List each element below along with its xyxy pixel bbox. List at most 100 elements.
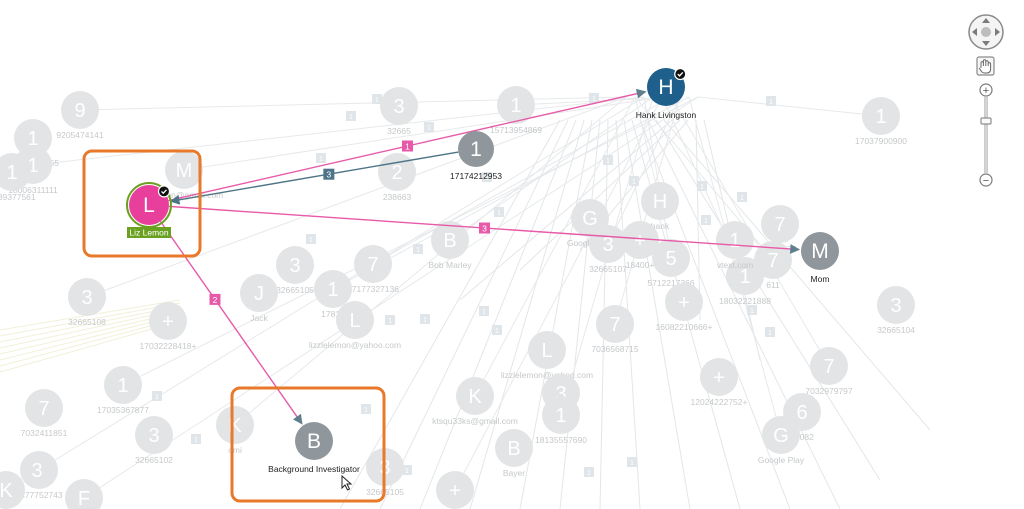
background-node-16082210666[interactable]: +16082210666+ xyxy=(656,283,713,332)
background-node-label: 18135557690 xyxy=(535,435,587,445)
background-node-letter: 7 xyxy=(767,250,778,272)
background-node-label: 67082 xyxy=(790,432,814,442)
background-node-letter: 2 xyxy=(391,162,402,184)
background-node-letter: 1 xyxy=(327,279,338,301)
background-node-f[interactable]: F xyxy=(65,479,103,509)
svg-text:3: 3 xyxy=(482,224,487,234)
background-node-letter: 3 xyxy=(602,234,613,256)
background-node-letter: 7 xyxy=(38,398,49,420)
background-edge xyxy=(83,96,699,499)
background-edge xyxy=(86,96,627,298)
background-node-letter: 1 xyxy=(875,106,886,128)
background-node-letter: 1 xyxy=(510,95,521,117)
background-node-17032228418[interactable]: +17032228418+ xyxy=(140,302,197,351)
edge-count-badge: 2 xyxy=(209,293,221,305)
background-node-letter: 3 xyxy=(81,287,92,309)
background-edge-count-badge: 1 xyxy=(152,391,162,401)
edge-n1717-liz[interactable]: 3 xyxy=(169,151,459,205)
svg-text:1: 1 xyxy=(497,210,501,217)
background-node-label: 7032411851 xyxy=(21,428,68,438)
node-letter: 1 xyxy=(470,138,482,161)
svg-text:1: 1 xyxy=(416,247,420,254)
zoom-out-button[interactable]: − xyxy=(979,173,993,187)
background-edge xyxy=(419,119,577,509)
background-edge-count-badge: 1 xyxy=(589,93,599,103)
hand-tool-button[interactable] xyxy=(976,56,995,76)
zoom-in-button[interactable]: + xyxy=(979,83,993,97)
background-node-letter: 1 xyxy=(27,155,38,177)
background-node-letter: 7 xyxy=(823,356,834,378)
edge-count-badge: 3 xyxy=(323,168,335,180)
background-edge-count-badge: 1 xyxy=(361,404,371,414)
background-edge-count-badge: 1 xyxy=(413,244,423,254)
svg-text:1: 1 xyxy=(349,114,353,121)
background-node-3039377561[interactable]: 13039377561 xyxy=(0,153,36,202)
svg-text:1: 1 xyxy=(309,237,313,244)
svg-text:1: 1 xyxy=(768,330,772,337)
zoom-slider[interactable] xyxy=(980,97,992,173)
background-node-label: lizzlelemon@yahoo.com xyxy=(501,370,593,380)
background-edge-count-badge: 1 xyxy=(627,457,637,467)
edge-liz-hank[interactable]: 1 xyxy=(168,88,647,202)
background-edge-count-badge: 1 xyxy=(629,176,639,186)
background-node-node[interactable]: + xyxy=(436,471,474,509)
background-node-label: 17177327136 xyxy=(347,284,399,294)
background-node-18400[interactable]: +18400+ xyxy=(621,221,659,270)
pan-control[interactable] xyxy=(968,14,1004,50)
edge-liz-mom[interactable]: 3 xyxy=(168,205,801,254)
background-node-label: 5712217366 xyxy=(647,278,695,288)
background-node-letter: 1 xyxy=(27,128,38,150)
node-letter: H xyxy=(658,76,673,99)
background-edge xyxy=(0,302,181,337)
mouse-cursor-icon xyxy=(341,474,353,491)
svg-text:1: 1 xyxy=(704,218,708,225)
background-node-label: 32665102 xyxy=(135,455,173,465)
background-node-letter: 9 xyxy=(74,100,85,122)
zoom-slider-handle[interactable] xyxy=(980,117,992,125)
svg-text:1: 1 xyxy=(630,460,634,467)
background-node-label: 7036568715 xyxy=(591,344,639,354)
background-node-7032411851[interactable]: 7 7032411851 xyxy=(21,389,68,438)
background-edge-count-badge: 1 xyxy=(385,315,395,325)
background-node-12024222752[interactable]: +12024222752+ xyxy=(691,358,748,407)
background-node-k[interactable]: K xyxy=(0,471,25,509)
